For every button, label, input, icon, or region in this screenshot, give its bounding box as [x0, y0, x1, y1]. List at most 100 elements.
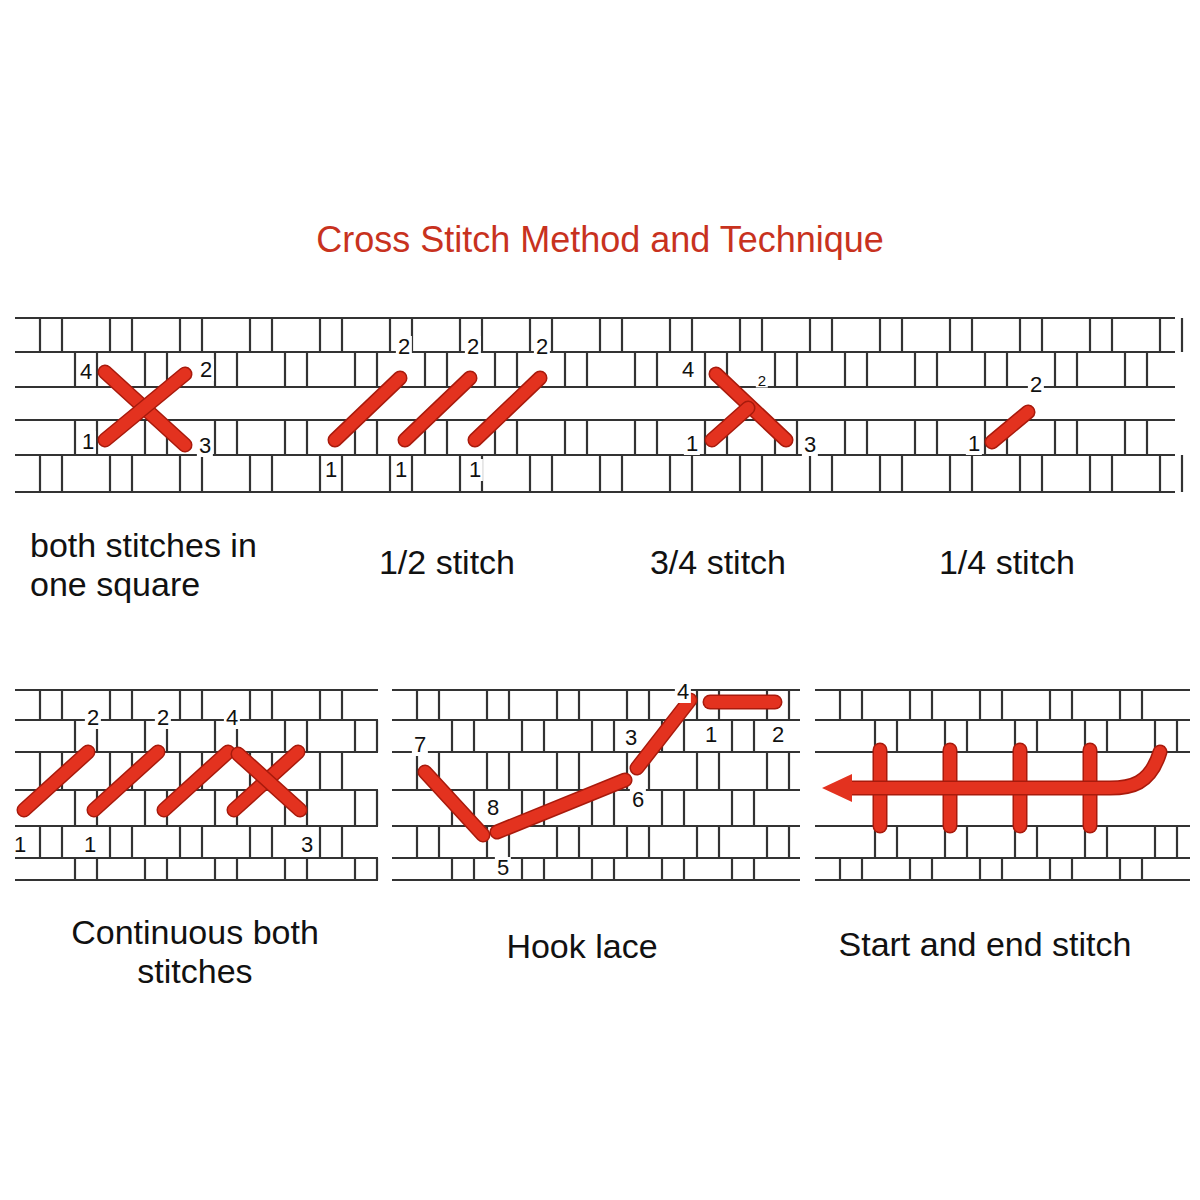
fabric-thread: [556, 752, 558, 790]
callout-number: 1: [12, 834, 28, 856]
stitch-shadow: [335, 378, 400, 440]
fabric-thread: [866, 420, 868, 455]
fabric-thread: [551, 455, 553, 492]
fabric-thread: [718, 826, 720, 858]
fabric-thread: [341, 752, 343, 790]
fabric-thread: [96, 858, 98, 880]
stitch-shadow: [238, 754, 300, 810]
fabric-thread: [578, 752, 580, 790]
fabric-thread: [166, 858, 168, 880]
callout-number: 1: [467, 459, 483, 481]
fabric-thread: [1049, 690, 1051, 720]
fabric-thread: [494, 352, 496, 387]
fabric-thread: [61, 455, 63, 492]
fabric-thread: [179, 455, 181, 492]
fabric-thread: [866, 352, 868, 387]
callout-number: 1: [393, 459, 409, 481]
stitch: [425, 772, 483, 835]
fabric-thread: [74, 790, 76, 826]
fabric-thread: [971, 318, 973, 352]
fabric-thread: [39, 318, 41, 352]
fabric-thread: [1001, 690, 1003, 720]
fabric-thread: [411, 455, 413, 492]
fabric-thread: [896, 826, 898, 858]
stitches: [24, 372, 1160, 835]
fabric-thread: [1111, 455, 1113, 492]
fabric-thread: [984, 420, 986, 455]
callout-number: 8: [485, 797, 501, 819]
fabric-thread: [901, 318, 903, 352]
fabric-thread: [634, 352, 636, 387]
fabric-thread: [96, 352, 98, 387]
fabric-thread: [586, 352, 588, 387]
stitch-caption: 3/4 stitch: [598, 543, 838, 582]
fabric-thread: [249, 826, 251, 858]
fabric-thread: [1106, 720, 1108, 752]
fabric-thread: [613, 790, 615, 826]
fabric-thread: [39, 752, 41, 790]
callout-number: 3: [197, 435, 213, 457]
callout-number: 3: [299, 834, 315, 856]
fabric-thread: [788, 752, 790, 790]
fabric-thread: [1076, 420, 1078, 455]
fabric-thread: [844, 352, 846, 387]
fabric-thread: [1146, 420, 1148, 455]
fabric-thread: [683, 720, 685, 752]
fabric-thread: [236, 352, 238, 387]
fabric-thread: [621, 318, 623, 352]
fabric-thread: [249, 318, 251, 352]
fabric-thread: [796, 352, 798, 387]
fabric-thread: [971, 455, 973, 492]
fabric-thread: [438, 826, 440, 858]
callout-number: 1: [82, 834, 98, 856]
fabric-thread: [319, 455, 321, 492]
fabric-thread: [774, 352, 776, 387]
fabric-thread: [284, 858, 286, 880]
fabric-thread: [516, 420, 518, 455]
fabric-thread: [1049, 858, 1051, 880]
fabric-thread: [341, 455, 343, 492]
fabric-thread: [271, 455, 273, 492]
callout-number: 2: [465, 336, 481, 358]
fabric-thread: [1076, 352, 1078, 387]
fabric-thread: [731, 858, 733, 880]
fabric-thread: [564, 420, 566, 455]
fabric-thread: [376, 352, 378, 387]
fabric-thread: [15, 751, 378, 753]
fabric-thread: [909, 690, 911, 720]
fabric-thread: [1146, 352, 1148, 387]
fabric-thread: [626, 826, 628, 858]
stitch-shadow: [712, 408, 748, 440]
stitch: [238, 754, 300, 810]
fabric-thread: [704, 352, 706, 387]
fabric-thread: [914, 352, 916, 387]
stitch: [475, 378, 540, 440]
fabric-thread: [446, 420, 448, 455]
fabric-thread: [144, 352, 146, 387]
fabric-thread: [61, 318, 63, 352]
fabric-thread: [1019, 318, 1021, 352]
fabric-thread: [591, 858, 593, 880]
fabric-thread: [74, 720, 76, 752]
fabric-thread: [516, 352, 518, 387]
fabric-thread: [839, 858, 841, 880]
fabric-thread: [1111, 318, 1113, 352]
fabric-thread: [788, 826, 790, 858]
fabric-thread: [416, 690, 418, 720]
fabric-thread: [984, 352, 986, 387]
fabric-thread: [1159, 455, 1161, 492]
fabric-thread: [392, 689, 800, 691]
fabric-thread: [761, 318, 763, 352]
fabric-thread: [648, 826, 650, 858]
callout-number: 4: [224, 707, 240, 729]
fabric-thread: [214, 420, 216, 455]
callout-number: 6: [630, 789, 646, 811]
fabric-thread: [766, 752, 768, 790]
callout-number: 5: [495, 857, 511, 879]
fabric-thread: [966, 720, 968, 752]
fabric-thread: [696, 690, 698, 720]
fabric-thread: [796, 420, 798, 455]
fabric-thread: [578, 690, 580, 720]
fabric-thread: [481, 318, 483, 352]
